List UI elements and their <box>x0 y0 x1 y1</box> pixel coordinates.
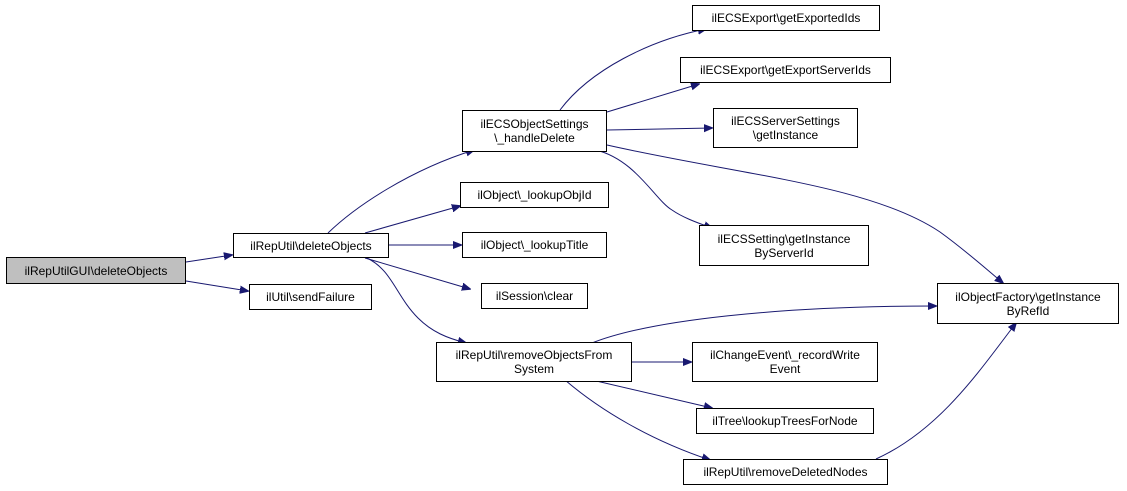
node-object-factory-get-instance-by-ref-id[interactable]: ilObjectFactory\getInstance ByRefId <box>937 283 1119 324</box>
node-util-send-failure[interactable]: ilUtil\sendFailure <box>249 284 372 310</box>
node-ecs-server-settings-get-instance[interactable]: ilECSServerSettings \getInstance <box>713 108 858 148</box>
edge-remove-objects-to-remove-deleted-nodes <box>564 379 710 460</box>
edge-delete-objects-to-handle-delete <box>327 150 474 234</box>
node-object-lookup-title[interactable]: ilObject\_lookupTitle <box>462 232 607 258</box>
node-tree-lookup-trees-for-node[interactable]: ilTree\lookupTreesForNode <box>696 408 874 434</box>
edge-remove-objects-to-object-factory <box>591 306 936 344</box>
edge-handle-delete-to-ecs-setting <box>595 149 712 228</box>
node-ecs-export-get-exported-ids[interactable]: ilECSExport\getExportedIds <box>692 5 880 31</box>
node-session-clear[interactable]: ilSession\clear <box>481 283 588 309</box>
edge-delete-objects-to-lookup-obj-id <box>364 206 460 234</box>
node-ecs-export-get-export-server-ids[interactable]: ilECSExport\getExportServerIds <box>680 57 891 83</box>
edge-delete-objects-to-session-clear <box>364 257 470 289</box>
node-root-delete-objects: ilRepUtilGUI\deleteObjects <box>6 257 186 284</box>
edge-handle-delete-to-object-factory <box>606 144 1003 283</box>
node-object-lookup-obj-id[interactable]: ilObject\_lookupObjId <box>460 182 609 208</box>
edge-root-to-send-failure <box>185 280 248 291</box>
node-rep-util-remove-objects[interactable]: ilRepUtil\removeObjectsFrom System <box>436 342 632 382</box>
node-ecs-handle-delete[interactable]: ilECSObjectSettings \_handleDelete <box>462 110 607 152</box>
edge-handle-delete-to-get-export-server-ids <box>606 84 699 113</box>
node-change-event-record-write-event[interactable]: ilChangeEvent\_recordWrite Event <box>692 342 878 382</box>
edge-root-to-delete-objects <box>185 255 232 263</box>
node-rep-util-remove-deleted-nodes[interactable]: ilRepUtil\removeDeletedNodes <box>683 459 888 485</box>
node-rep-util-delete-objects[interactable]: ilRepUtil\deleteObjects <box>233 233 389 258</box>
edge-handle-delete-to-get-exported-ids <box>559 29 706 111</box>
edge-remove-deleted-nodes-to-object-factory <box>875 323 1016 460</box>
edge-remove-objects-to-lookup-trees <box>591 379 712 408</box>
node-ecs-setting-get-instance-by-server-id[interactable]: ilECSSetting\getInstance ByServerId <box>699 225 869 266</box>
edge-delete-objects-to-remove-objects <box>366 257 466 343</box>
edge-handle-delete-to-server-settings <box>606 128 712 130</box>
